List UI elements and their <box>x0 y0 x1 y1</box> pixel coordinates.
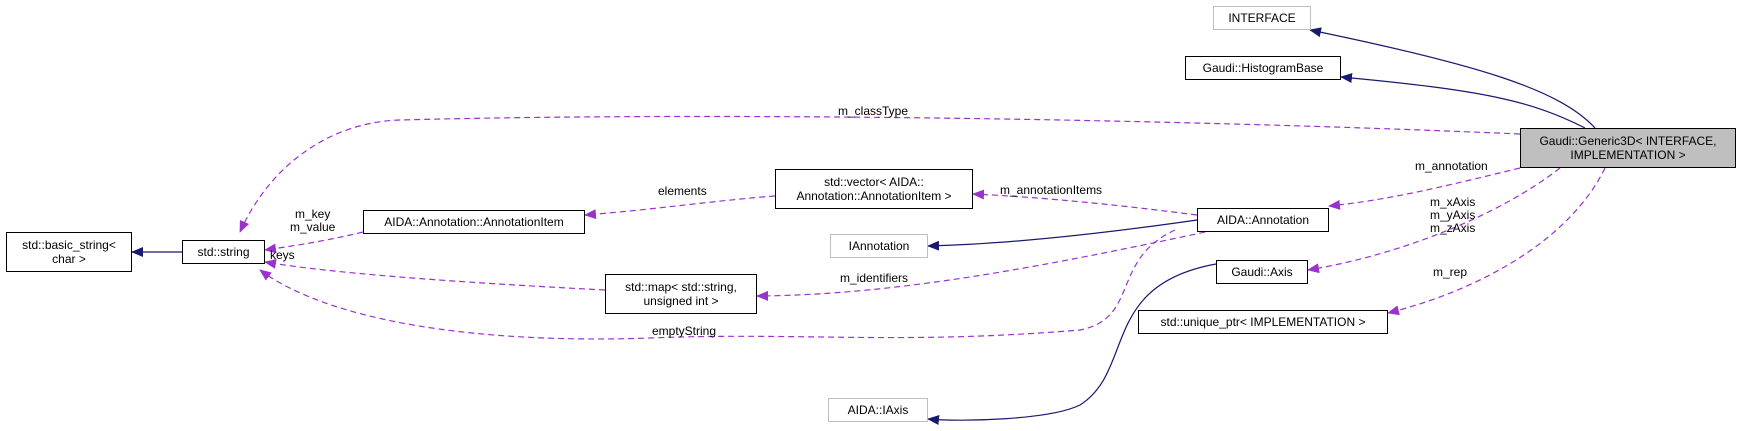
node-vector-annotation-items[interactable]: std::vector< AIDA:: Annotation::Annotati… <box>775 169 973 209</box>
edge-axes <box>1307 167 1561 274</box>
node-unique-ptr[interactable]: std::unique_ptr< IMPLEMENTATION > <box>1138 310 1388 334</box>
label-emptystring: emptyString <box>652 324 717 338</box>
label-keys: keys <box>270 248 295 262</box>
edge-elements <box>584 195 776 220</box>
node-gaudi-axis[interactable]: Gaudi::Axis <box>1216 260 1308 284</box>
edge-classtype <box>239 115 1521 233</box>
label-m-annotationitems: m_annotationItems <box>1000 183 1103 197</box>
label-m-key-value: m_key m_value <box>290 207 336 234</box>
node-interface[interactable]: INTERFACE <box>1213 6 1311 30</box>
node-aida-iaxis[interactable]: AIDA::IAxis <box>828 398 928 422</box>
edge-annotation-to-iannotation <box>927 219 1198 251</box>
node-annotation-item[interactable]: AIDA::Annotation::AnnotationItem <box>363 210 585 234</box>
node-basic-string[interactable]: std::basic_string< char > <box>6 232 132 272</box>
node-iannotation[interactable]: IAnnotation <box>830 234 928 258</box>
label-m-annotation: m_annotation <box>1415 159 1488 173</box>
edge-annotation <box>1328 167 1521 210</box>
node-aida-annotation[interactable]: AIDA::Annotation <box>1197 208 1329 232</box>
edge-annotationitems <box>972 189 1198 216</box>
label-m-identifiers: m_identifiers <box>840 271 909 285</box>
edge-identifiers <box>756 229 1216 301</box>
node-map-identifiers[interactable]: std::map< std::string, unsigned int > <box>605 274 757 314</box>
node-generic3d[interactable]: Gaudi::Generic3D< INTERFACE, IMPLEMENTAT… <box>1520 128 1736 168</box>
label-elements: elements <box>658 184 707 198</box>
node-histogram-base[interactable]: Gaudi::HistogramBase <box>1185 56 1341 80</box>
edge-emptystring <box>259 229 1176 340</box>
edge-generic3d-to-interface <box>1309 27 1596 129</box>
edge-axis-to-iaxis <box>927 263 1217 426</box>
label-axes: m_xAxis m_yAxis m_zAxis <box>1430 195 1476 235</box>
edge-rep <box>1387 167 1606 316</box>
label-m-classtype: m_classType <box>838 104 909 118</box>
edge-generic3d-to-histogrambase <box>1340 73 1586 129</box>
label-m-rep: m_rep <box>1433 265 1468 279</box>
edge-keys <box>264 258 606 291</box>
node-std-string[interactable]: std::string <box>182 240 265 264</box>
